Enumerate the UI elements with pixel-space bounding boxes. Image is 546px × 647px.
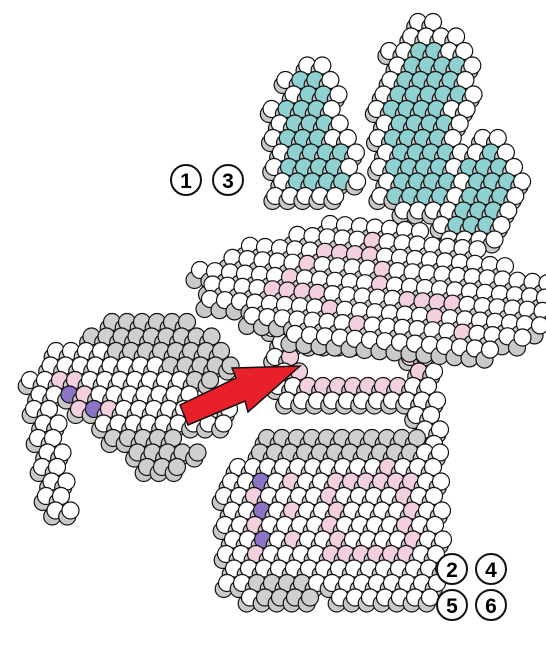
chair-front-leg-box — [212, 430, 452, 613]
chair-backrest — [260, 14, 530, 254]
step-badge: 4 — [476, 554, 506, 584]
step-number: 3 — [222, 170, 234, 193]
step-badges-bottom: 2 4 5 6 — [437, 554, 506, 620]
step-number: 4 — [485, 559, 497, 582]
step-number: 2 — [446, 559, 458, 582]
step-badges-top: 1 3 — [171, 165, 243, 195]
step-badge: 3 — [213, 165, 243, 195]
chair-left-leg-frame — [18, 314, 239, 526]
step-badge: 5 — [437, 590, 467, 620]
step-number: 6 — [485, 595, 497, 618]
step-number: 1 — [180, 170, 192, 193]
step-number: 5 — [446, 595, 458, 618]
step-badge: 2 — [437, 554, 467, 584]
step-badge: 6 — [476, 590, 506, 620]
step-badge: 1 — [171, 165, 201, 195]
